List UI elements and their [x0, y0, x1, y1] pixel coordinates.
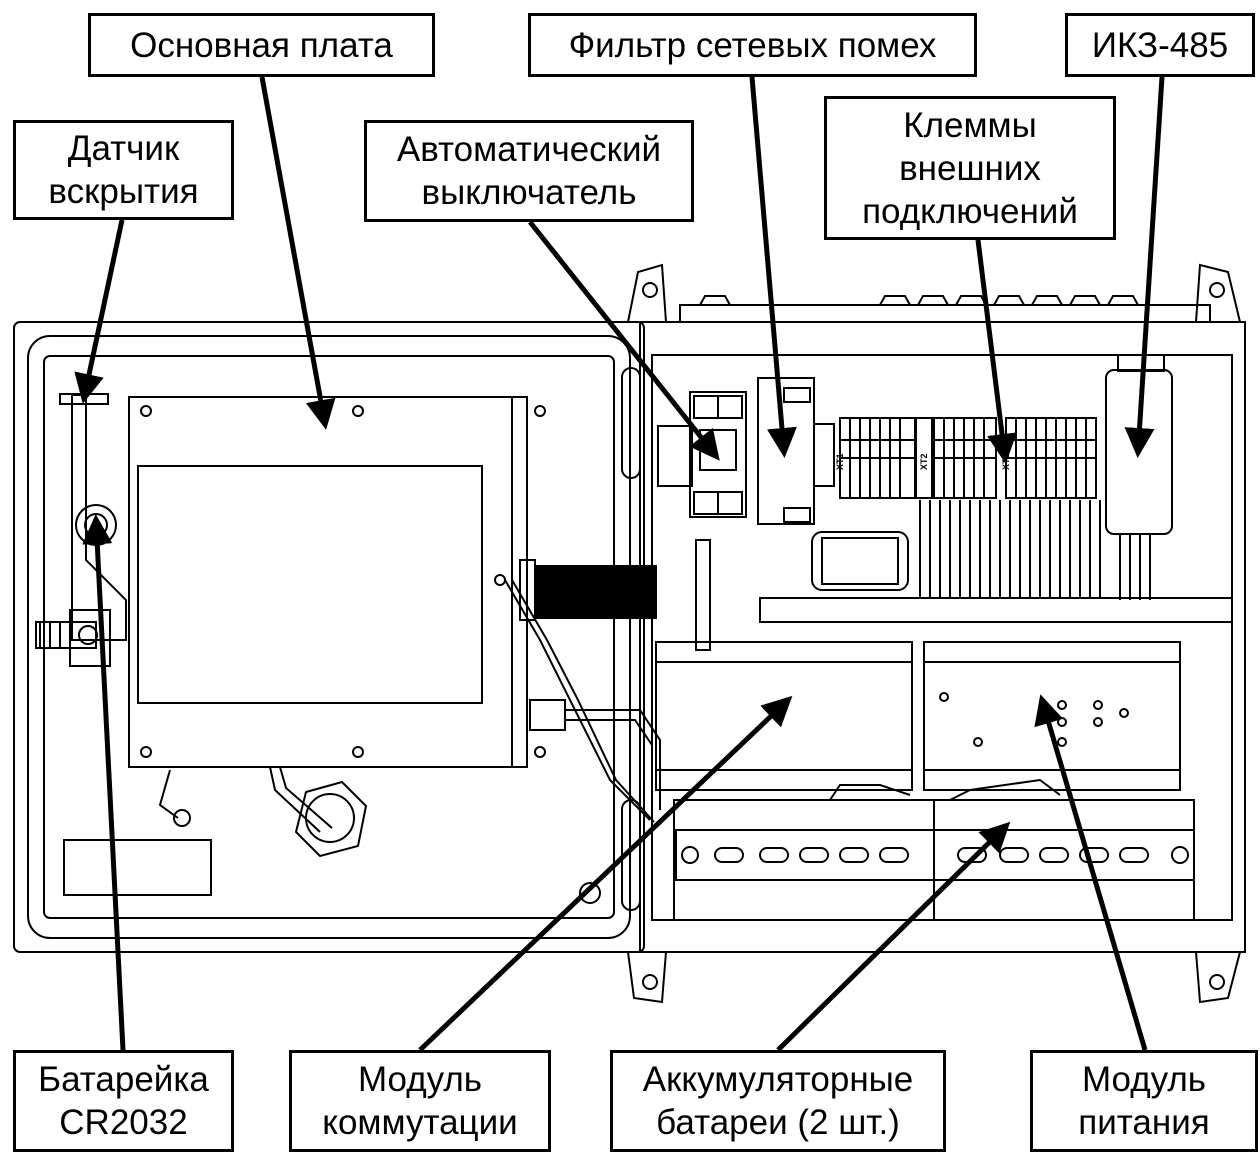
callout-switching-module-line2: коммутации — [322, 1103, 518, 1142]
callout-switching-module: Модуль коммутации — [289, 1050, 551, 1152]
callout-tamper-sensor: Датчик вскрытия — [13, 120, 234, 220]
callout-battery-cr2032: Батарейка CR2032 — [13, 1050, 234, 1152]
leader-terminals — [975, 239, 1017, 464]
leader-circuit-breaker — [528, 220, 720, 461]
terminal-marking-xt2: XT2 — [919, 453, 929, 470]
leader-ikz485 — [1124, 76, 1165, 458]
leader-accumulators — [776, 821, 1011, 1052]
enclosure-door — [13, 321, 661, 953]
leader-lines — [74, 76, 1165, 1052]
leader-main-board — [259, 76, 336, 430]
callout-battery-cr2032-line2: CR2032 — [59, 1103, 188, 1142]
callout-terminals-line1: Клеммы — [903, 105, 1037, 145]
callout-terminals: Клеммы внешних подключений — [824, 96, 1116, 240]
leader-battery-cr2032 — [82, 514, 126, 1051]
callout-switching-module-line1: Модуль — [357, 1060, 483, 1099]
callout-accumulators: Аккумуляторные батареи (2 шт.) — [610, 1050, 946, 1152]
callout-ikz485-text: ИКЗ-485 — [1091, 25, 1229, 65]
callout-power-module-line2: питания — [1078, 1103, 1210, 1142]
callout-tamper-sensor-line1: Датчик — [67, 129, 180, 168]
leader-tamper-sensor — [74, 219, 125, 404]
callout-main-board: Основная плата — [88, 13, 435, 77]
callout-noise-filter: Фильтр сетевых помех — [528, 13, 977, 77]
callout-main-board-text: Основная плата — [130, 25, 393, 65]
leader-switching-module — [418, 695, 793, 1052]
callout-accumulators-line2: батареи (2 шт.) — [656, 1103, 900, 1142]
callout-accumulators-line1: Аккумуляторные — [642, 1060, 914, 1099]
callout-tamper-sensor-line2: вскрытия — [48, 172, 199, 211]
leader-noise-filter — [749, 76, 797, 458]
callout-noise-filter-text: Фильтр сетевых помех — [568, 25, 937, 65]
callout-power-module: Модуль питания — [1030, 1050, 1258, 1152]
callout-power-module-line1: Модуль — [1081, 1060, 1207, 1099]
terminal-marking-xt1: XT1 — [835, 453, 845, 470]
callout-terminals-line3: подключений — [862, 191, 1078, 231]
enclosure-body — [627, 263, 1246, 1004]
callout-circuit-breaker-line2: выключатель — [421, 173, 637, 212]
callout-circuit-breaker-line1: Автоматический — [396, 130, 662, 169]
callout-terminals-line2: внешних — [899, 148, 1041, 188]
callout-battery-cr2032-line1: Батарейка — [38, 1060, 209, 1099]
callout-ikz485: ИКЗ-485 — [1065, 13, 1255, 77]
leader-power-module — [1034, 694, 1148, 1051]
callout-circuit-breaker: Автоматический выключатель — [364, 120, 694, 222]
